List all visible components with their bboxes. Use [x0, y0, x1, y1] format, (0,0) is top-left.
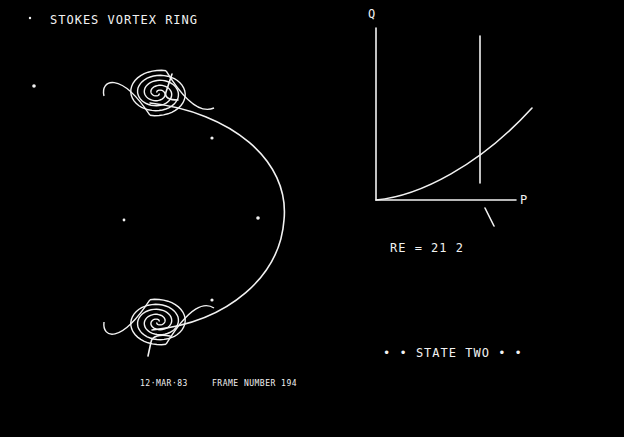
axis-label: Q [368, 8, 376, 20]
title: STOKES VORTEX RING [50, 14, 198, 26]
spiral-tail [103, 83, 149, 116]
graph-axes [376, 28, 516, 200]
spiral-tail [166, 306, 214, 345]
frame-number: FRAME NUMBER 194 [212, 380, 297, 388]
date-stamp: 12·MAR·83 [140, 380, 188, 388]
spiral-tail [104, 300, 150, 334]
graph-vertical-line [479, 36, 481, 183]
reynolds-number: RE = 21 2 [390, 242, 464, 254]
graph-tick [485, 208, 494, 226]
axis-label: P [520, 194, 528, 206]
state-label: • • STATE TWO • • [383, 347, 523, 359]
vortex-spiral [131, 70, 179, 110]
dots [29, 17, 260, 302]
vortex-spiral [131, 304, 179, 344]
spiral-tail [166, 71, 214, 110]
ring-boundary [150, 103, 284, 330]
graph-curve [376, 108, 532, 200]
